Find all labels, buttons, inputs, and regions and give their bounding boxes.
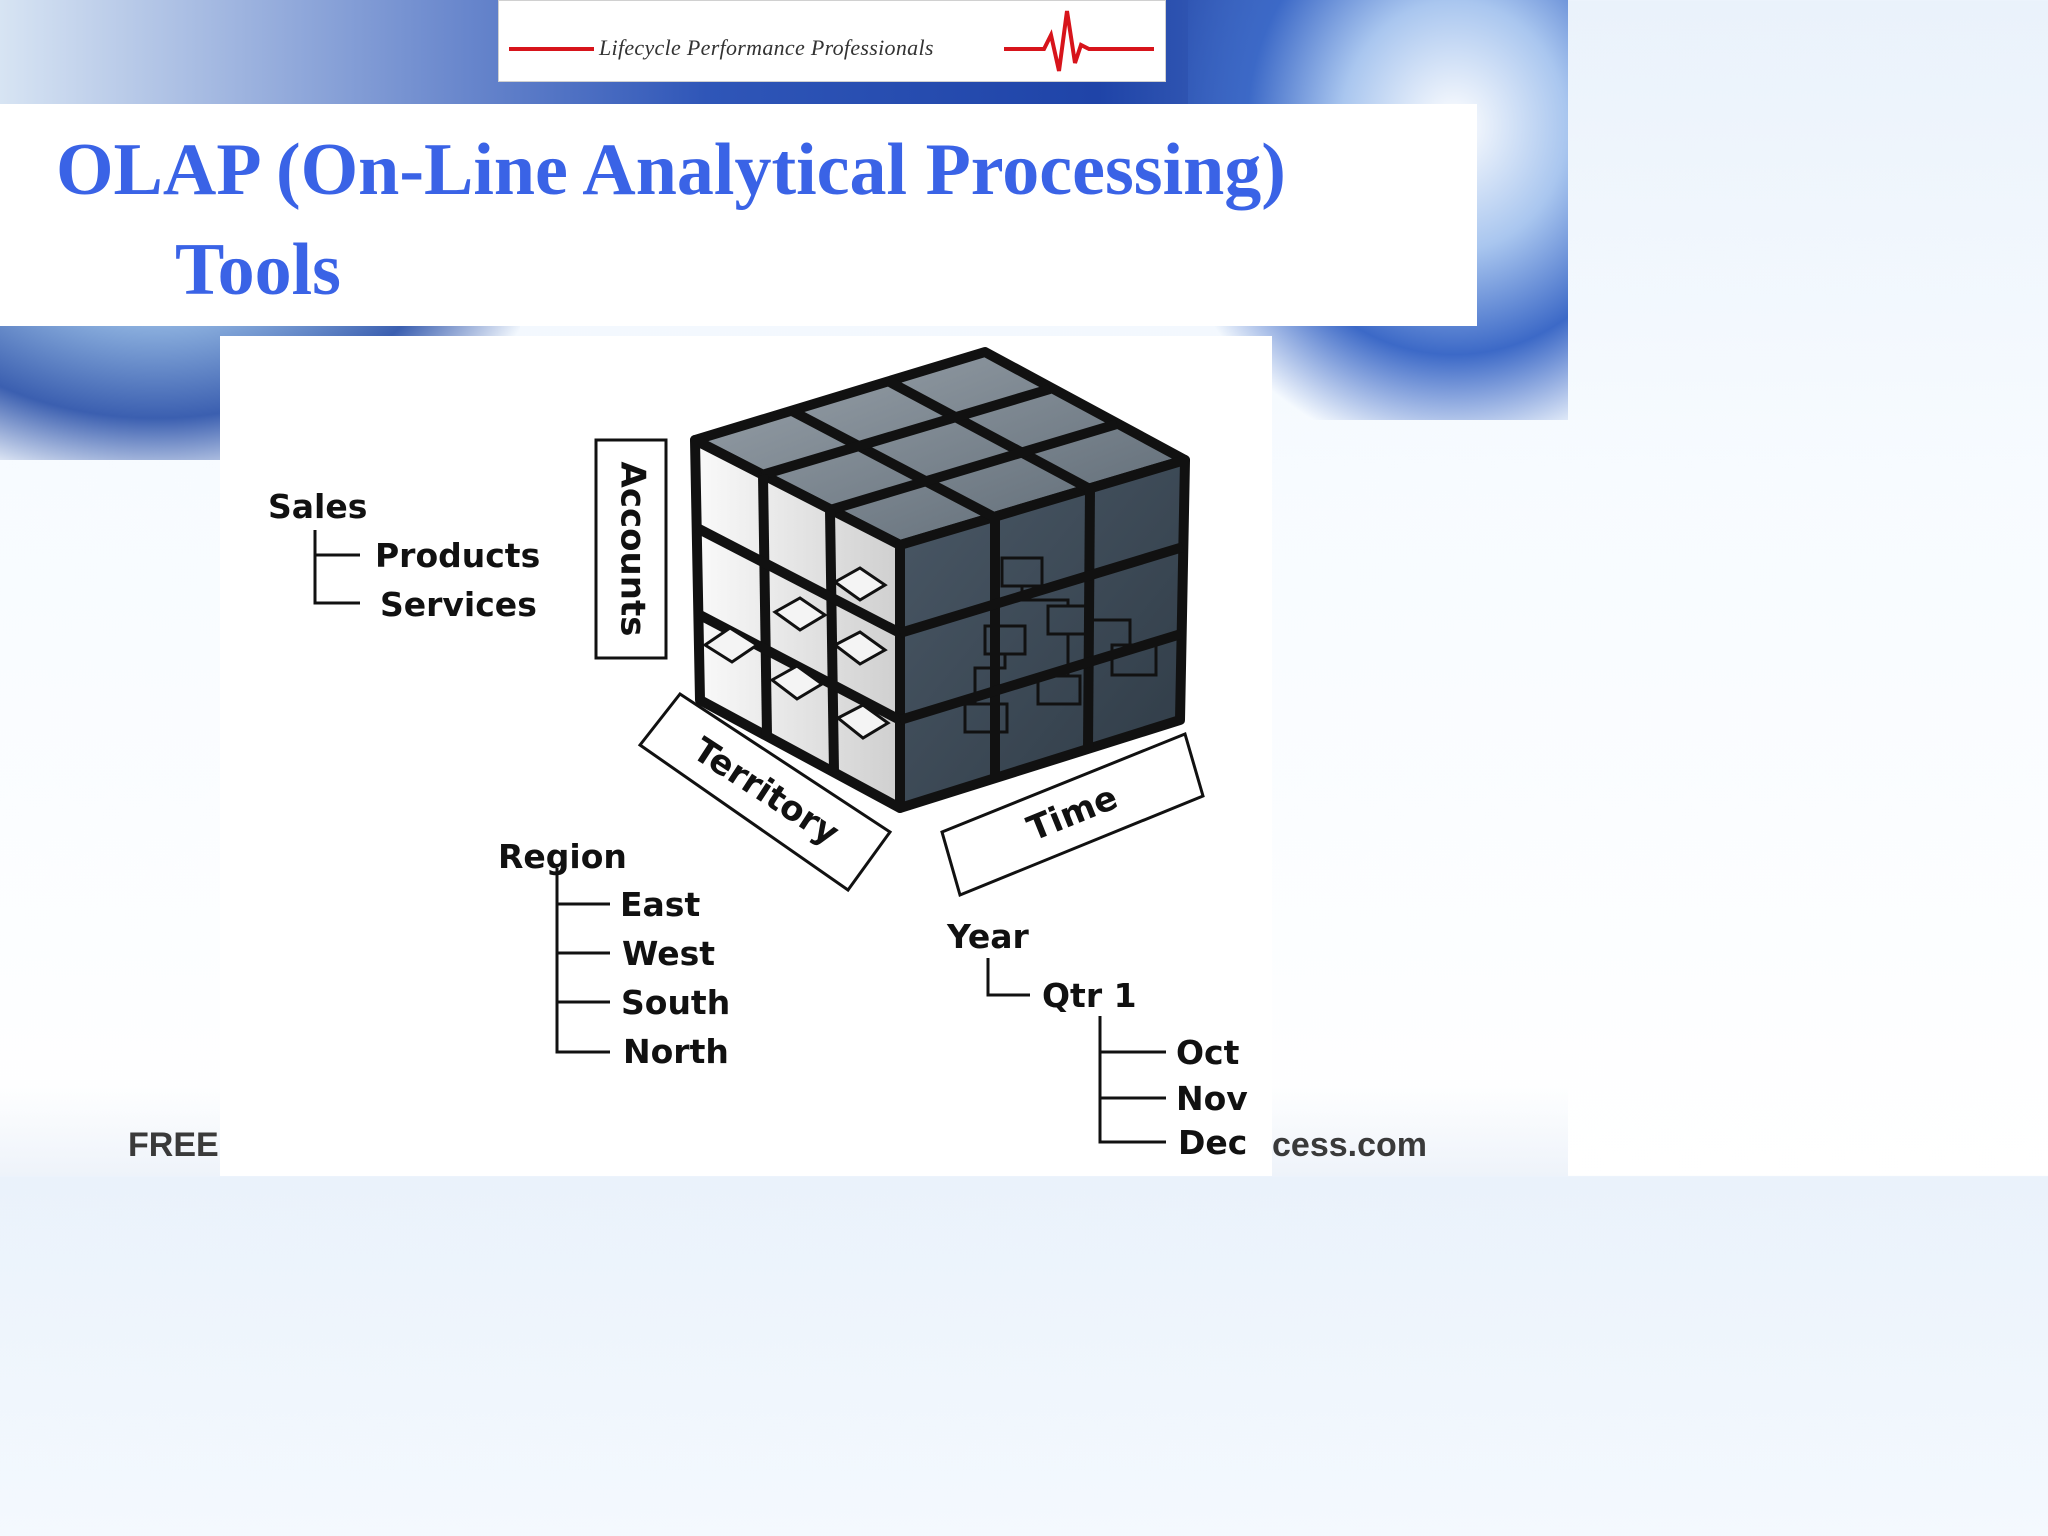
year-root: Year [946, 917, 1030, 956]
footer-text-left: FREE [128, 1126, 219, 1164]
rubik-cube [690, 347, 1190, 813]
accounts-label: Accounts [613, 462, 653, 637]
region-item: South [621, 983, 730, 1022]
month-item: Dec [1178, 1123, 1247, 1162]
company-logo: Lifecycle Performance Professionals [498, 0, 1166, 82]
logo-text: Lifecycle Performance Professionals [599, 35, 934, 60]
footer-text-right: cess.com [1272, 1126, 1427, 1164]
region-tree: Region East West South North [498, 837, 730, 1071]
region-item: West [622, 934, 715, 973]
sales-root: Sales [268, 487, 367, 526]
year-quarter: Qtr 1 [1042, 976, 1137, 1015]
title-band [0, 104, 1477, 326]
year-tree: Year Qtr 1 Oct Nov Dec [946, 917, 1248, 1162]
heartbeat-line-icon [509, 10, 1154, 72]
month-item: Oct [1176, 1033, 1240, 1072]
month-item: Nov [1176, 1079, 1248, 1118]
accounts-label-box: Accounts [594, 438, 668, 660]
sales-item: Products [375, 536, 540, 575]
sales-item: Services [380, 585, 537, 624]
region-root: Region [498, 837, 627, 876]
region-item: North [623, 1032, 729, 1071]
page-title: OLAP (On-Line Analytical Processing) [56, 129, 1286, 211]
page-title-line2: Tools [175, 229, 341, 311]
sales-tree: Sales Products Services [268, 487, 540, 624]
region-item: East [620, 885, 700, 924]
olap-cube-diagram: Accounts Territory Time Sales Products S… [268, 347, 1248, 1162]
